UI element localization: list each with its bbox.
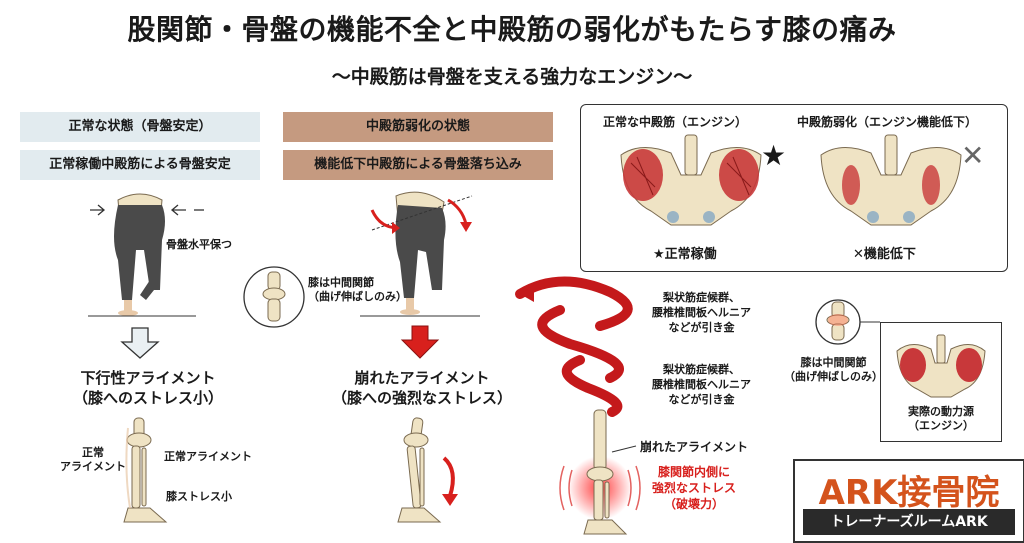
weak-muscle-tag: 機能低下中殿筋による骨盤落ち込み <box>283 150 553 180</box>
middle-leg-skeleton <box>397 417 442 523</box>
middle-knee-stress-arrow <box>442 456 455 497</box>
broken-alignment-label: 崩れたアライメント （膝への強烈なストレス） <box>331 369 512 407</box>
brand-box: ARK接骨院 トレーナーズルームARK <box>793 459 1024 543</box>
middle-tilt-arrow-right <box>447 198 468 225</box>
muscle-comparison-panel: 正常な中殿筋（エンジン） 中殿筋弱化（エンジン機能低下） ★ ✕ ★正常稼働 ✕… <box>580 104 1008 272</box>
left-down-arrow <box>120 327 160 359</box>
inset-pelvis-art <box>896 334 986 398</box>
trigger-note-1: 梨状筋症候群、 腰椎椎間板ヘルニア などが引き金 <box>652 291 751 334</box>
left-pelvis-arrows <box>90 204 204 216</box>
weak-pelvis <box>820 134 962 226</box>
middle-knee-note: 膝は中間関節 （曲げ伸ばしのみ） <box>308 276 407 303</box>
normal-state-tag: 正常な状態（骨盤安定） <box>20 112 260 142</box>
trigger-note-2: 梨状筋症候群、 腰椎椎間板ヘルニア などが引き金 <box>652 363 751 406</box>
normal-alignment-note: 正常アライメント <box>164 450 252 463</box>
pelvis-level-label: 骨盤水平保つ <box>166 238 232 251</box>
brand-name: ARK接骨院 <box>818 473 1000 513</box>
right-broken-alignment-label: 崩れたアライメント <box>640 440 749 454</box>
right-leg-skeleton <box>583 409 628 535</box>
normal-pelvis <box>620 134 762 226</box>
page-title: 股関節・骨盤の機能不全と中殿筋の弱化がもたらす膝の痛み <box>127 13 897 46</box>
inset-knee-note: 膝は中間関節 （曲げ伸ばしのみ） <box>784 356 883 383</box>
normal-star-icon: ★ <box>761 139 787 172</box>
weak-state-tag: 中殿筋弱化の状態 <box>283 112 553 142</box>
normal-alignment-label: 下行性アライメント （膝へのストレス小） <box>72 369 223 407</box>
middle-down-arrow <box>400 325 440 359</box>
weak-cross-icon: ✕ <box>961 139 985 172</box>
middle-figure <box>395 191 446 315</box>
normal-muscle-tag: 正常稼働中殿筋による骨盤安定 <box>20 150 260 180</box>
knee-strong-stress-label: 膝関節内側に 強烈なストレス （破壊力） <box>652 465 737 511</box>
normal-alignment-side-label: 正常 アライメント <box>60 446 126 473</box>
power-source-label: 実際の動力源 （エンジン） <box>908 405 974 432</box>
knee-low-stress-label: 膝ストレス小 <box>166 490 232 503</box>
left-leg-skeleton <box>123 417 168 523</box>
weak-muscle-caption: ✕機能低下 <box>853 247 916 262</box>
brand-subtitle: トレーナーズルームARK <box>803 509 1015 535</box>
left-figure <box>114 193 165 316</box>
weak-muscle-title: 中殿筋弱化（エンジン機能低下） <box>797 115 978 129</box>
normal-muscle-title: 正常な中殿筋（エンジン） <box>603 115 748 129</box>
power-source-inset: 実際の動力源 （エンジン） <box>880 322 1002 442</box>
page-subtitle: 〜中殿筋は骨盤を支える強力なエンジン〜 <box>331 66 693 88</box>
pelvis-comparison-art <box>620 134 962 226</box>
red-spiral <box>515 276 633 417</box>
normal-muscle-caption: ★正常稼働 <box>653 247 717 262</box>
